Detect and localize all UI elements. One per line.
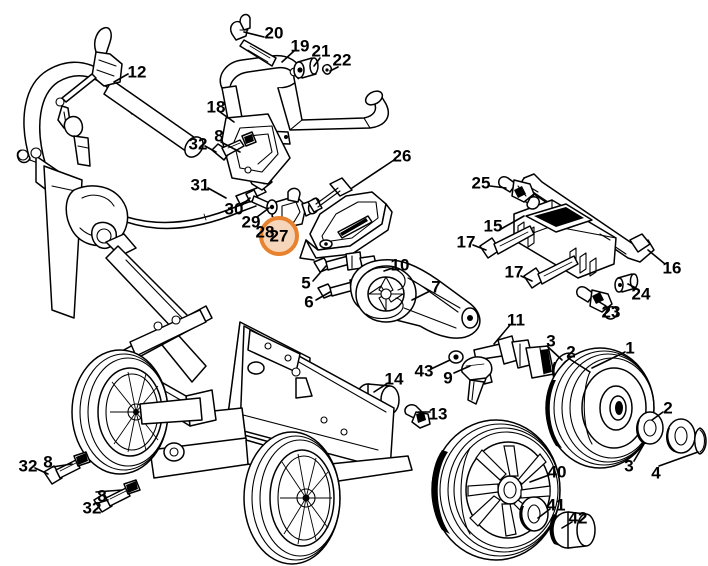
callout-19[interactable]: 19 xyxy=(290,36,310,56)
highlight-ring xyxy=(259,216,299,256)
group-pin-30-washer-29 xyxy=(245,189,278,215)
group-wheel-40-spoked xyxy=(431,419,561,561)
group-wingnut-25 xyxy=(497,175,541,210)
callout-42[interactable]: 42 xyxy=(568,508,588,528)
callout-4[interactable]: 4 xyxy=(651,463,661,483)
callout-12[interactable]: 12 xyxy=(127,62,147,82)
group-wheel-1 xyxy=(545,347,655,469)
callout-8-bottom-right[interactable]: 8 xyxy=(97,486,107,506)
group-handlebar-assembly xyxy=(16,26,204,319)
group-wheel-center-front xyxy=(243,431,341,565)
callout-2-lower[interactable]: 2 xyxy=(663,398,673,418)
callout-27[interactable]: 27 xyxy=(269,226,289,246)
callout-17-lower[interactable]: 17 xyxy=(504,262,524,282)
callout-1[interactable]: 1 xyxy=(625,338,635,358)
callout-17-upper[interactable]: 17 xyxy=(456,232,476,252)
callout-24[interactable]: 24 xyxy=(631,284,651,304)
callout-40[interactable]: 40 xyxy=(547,462,567,482)
callout-7[interactable]: 7 xyxy=(431,277,441,297)
callout-30[interactable]: 30 xyxy=(224,199,244,219)
group-deflector-shield-26 xyxy=(299,177,393,261)
callout-29[interactable]: 29 xyxy=(241,212,261,232)
callout-28[interactable]: 28 xyxy=(255,222,275,242)
callout-5[interactable]: 5 xyxy=(301,273,311,293)
group-wing-bolt-20 xyxy=(229,13,277,67)
callout-32-bottom-left[interactable]: 32 xyxy=(18,456,38,476)
group-bolts-17 xyxy=(479,225,579,289)
callout-9[interactable]: 9 xyxy=(443,368,453,388)
callout-8-top[interactable]: 8 xyxy=(214,126,224,146)
callout-10[interactable]: 10 xyxy=(390,255,410,275)
callout-25[interactable]: 25 xyxy=(471,173,491,193)
group-bushing-21-washer-22 xyxy=(293,57,333,79)
group-ring-41-cap-42 xyxy=(519,496,596,549)
callout-15[interactable]: 15 xyxy=(483,216,503,236)
group-ring-2-bush-3-clip-4-lower xyxy=(636,411,707,455)
group-wheel-left-rear xyxy=(71,349,203,475)
group-screws-5-6 xyxy=(313,251,381,299)
callout-32-bottom-right[interactable]: 32 xyxy=(82,498,102,518)
callout-23[interactable]: 23 xyxy=(601,302,621,322)
callout-8-bottom-left[interactable]: 8 xyxy=(43,452,53,472)
callout-18[interactable]: 18 xyxy=(206,97,226,117)
callout-31[interactable]: 31 xyxy=(190,175,210,195)
callout-21[interactable]: 21 xyxy=(311,41,331,61)
callout-41[interactable]: 41 xyxy=(546,495,566,515)
callout-13[interactable]: 13 xyxy=(428,404,448,424)
group-engine-mount-lower xyxy=(65,185,207,383)
callout-32-top[interactable]: 32 xyxy=(188,134,208,154)
callout-14[interactable]: 14 xyxy=(384,369,404,389)
group-screws-8-32-bottom-left xyxy=(43,451,141,513)
callout-20[interactable]: 20 xyxy=(264,23,284,43)
callout-6[interactable]: 6 xyxy=(304,292,314,312)
callout-22[interactable]: 22 xyxy=(332,50,352,70)
group-clamp-screw-13 xyxy=(404,403,431,429)
callout-16[interactable]: 16 xyxy=(662,258,682,278)
callout-43[interactable]: 43 xyxy=(414,361,434,381)
callout-3-lower[interactable]: 3 xyxy=(624,456,634,476)
callout-11[interactable]: 11 xyxy=(507,310,525,330)
callout-2-upper[interactable]: 2 xyxy=(566,342,576,362)
callout-26[interactable]: 26 xyxy=(392,146,412,166)
group-washer-43-plug-9 xyxy=(448,350,493,405)
callout-3-upper[interactable]: 3 xyxy=(546,331,556,351)
